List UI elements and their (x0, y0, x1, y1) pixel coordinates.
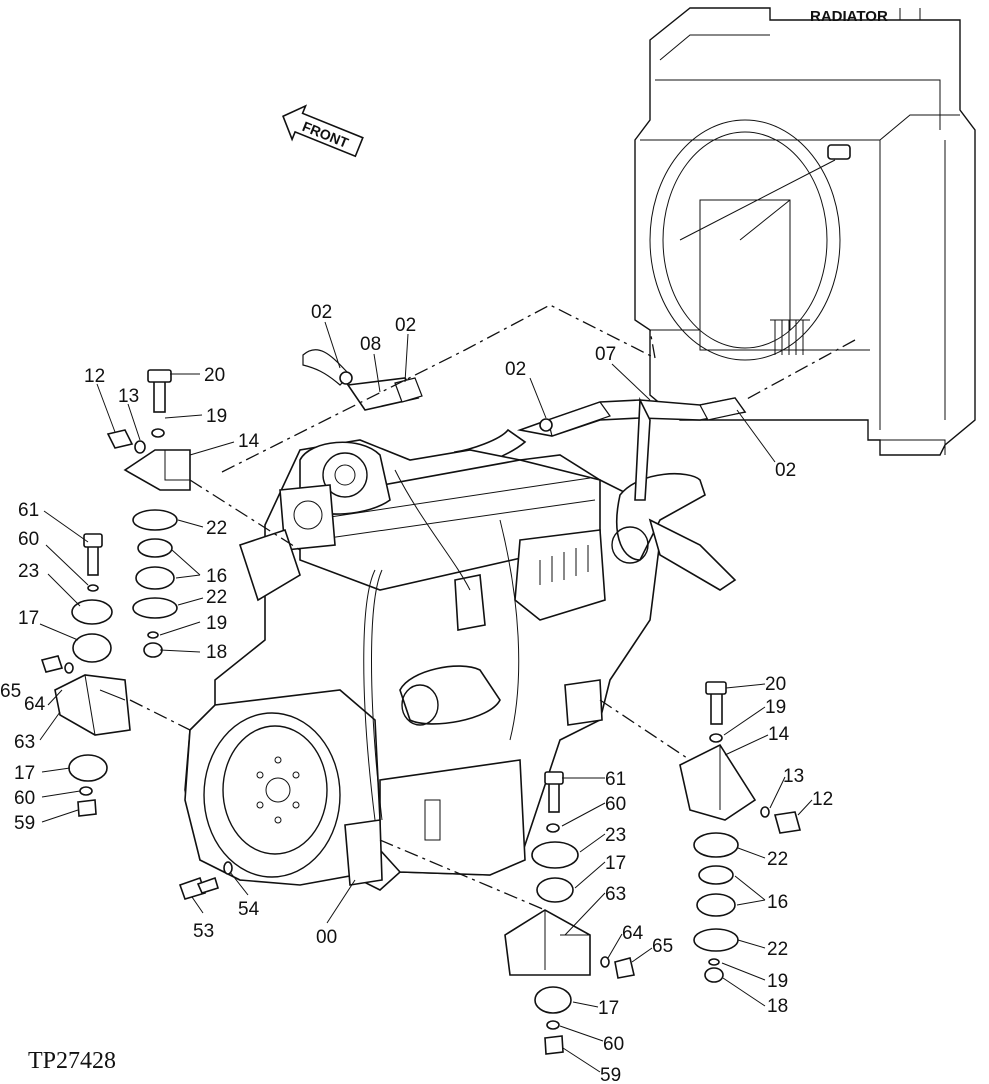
callout-19-left-bottom: 19 (206, 613, 227, 634)
callout-60-left-top: 60 (18, 529, 39, 550)
callout-19-left-top: 19 (206, 406, 227, 427)
callout-07: 07 (595, 344, 616, 365)
callout-02-d: 02 (775, 460, 796, 481)
bracket-63-right (504, 909, 591, 976)
callout-labels: 02 08 02 02 07 02 20 19 14 13 12 22 16 2… (0, 302, 833, 1084)
hose-routing-line-2 (744, 339, 856, 401)
callout-65-right: 65 (652, 936, 673, 957)
radiator (634, 7, 976, 456)
callout-64-left: 64 (24, 694, 46, 715)
callout-59-left: 59 (14, 813, 35, 834)
leader-lines (39, 321, 813, 1073)
callout-63-left: 63 (14, 732, 35, 753)
callout-13-left: 13 (118, 386, 139, 407)
callout-19-right-top: 19 (765, 697, 786, 718)
callout-60-right-bottom: 60 (603, 1034, 624, 1055)
callout-22-right-bottom: 22 (767, 939, 788, 960)
callout-02-c: 02 (505, 359, 526, 380)
bolt-20-left (153, 377, 166, 413)
callout-17-left-top: 17 (18, 608, 39, 629)
callout-18-right: 18 (767, 996, 788, 1017)
callout-17-right-top: 17 (605, 853, 626, 874)
callout-65-left: 65 (0, 681, 21, 702)
callout-12-left: 12 (84, 366, 105, 387)
callout-19-right-bottom: 19 (767, 971, 788, 992)
callout-64-right: 64 (622, 923, 644, 944)
rear-left-mount (106, 369, 301, 658)
callout-22-right-top: 22 (767, 849, 788, 870)
callout-16-left: 16 (206, 566, 227, 587)
callout-13-right: 13 (783, 766, 804, 787)
callout-18-left: 18 (206, 642, 227, 663)
upper-hose-left-assembly (302, 349, 423, 411)
callout-61-left: 61 (18, 500, 39, 521)
callout-08: 08 (360, 334, 381, 355)
callout-22-left-top: 22 (206, 518, 227, 539)
callout-60-left-bottom: 60 (14, 788, 35, 809)
callout-54: 54 (238, 899, 260, 920)
figure-code: TP27428 (28, 1048, 116, 1074)
callout-63-right: 63 (605, 884, 626, 905)
hose-routing-line (221, 304, 656, 473)
callout-20-right: 20 (765, 674, 786, 695)
callout-59-right: 59 (600, 1065, 621, 1084)
radiator-label: RADIATOR (810, 8, 888, 25)
callout-17-left-bottom: 17 (14, 763, 35, 784)
callout-22-left-bottom: 22 (206, 587, 227, 608)
bracket-63-left (54, 674, 131, 736)
callout-02-b: 02 (395, 315, 416, 336)
callout-00: 00 (316, 927, 337, 948)
front-arrow: FRONT (282, 104, 364, 158)
callout-02-a: 02 (311, 302, 332, 323)
flywheel-hardware (178, 861, 233, 900)
callout-20-left: 20 (204, 365, 225, 386)
bracket-14-left (123, 449, 191, 491)
callout-60-right-top: 60 (605, 794, 626, 815)
callout-14-left: 14 (238, 431, 260, 452)
front-left-mount (40, 533, 191, 817)
callout-23-right: 23 (605, 825, 626, 846)
callout-53: 53 (193, 921, 214, 942)
callout-16-right: 16 (767, 892, 788, 913)
callout-12-right: 12 (812, 789, 833, 810)
callout-14-right: 14 (768, 724, 790, 745)
callout-17-right-bottom: 17 (598, 998, 619, 1019)
engine-assembly (184, 396, 737, 891)
bracket-14-right (679, 743, 757, 821)
callout-61-right: 61 (605, 769, 626, 790)
rear-right-mount (599, 681, 802, 983)
front-right-mount (379, 771, 635, 1055)
callout-23-left: 23 (18, 561, 39, 582)
